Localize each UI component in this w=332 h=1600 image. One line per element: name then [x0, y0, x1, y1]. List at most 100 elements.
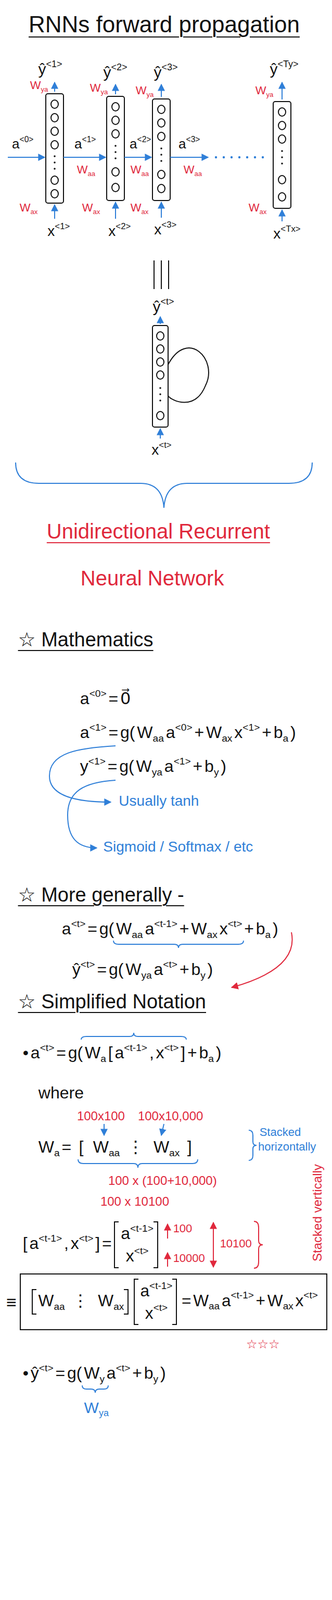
- superscript: <t>: [116, 1361, 131, 1373]
- math-symbol: x: [145, 1302, 154, 1322]
- math-symbol: W: [206, 722, 222, 742]
- superscript: <0>: [175, 721, 193, 733]
- math-symbol: W: [135, 83, 147, 97]
- math-symbol: W: [84, 1397, 99, 1415]
- math-symbol: 10100: [220, 1235, 252, 1249]
- annotation: Stacked vertically: [309, 1163, 326, 1262]
- math-symbol: x: [234, 722, 243, 742]
- superscript: <t-1>: [38, 1231, 62, 1243]
- annotation: Stacked horizontally: [258, 1124, 329, 1153]
- input-label: x<Tx>: [271, 223, 301, 243]
- star-mark: ☆☆☆: [244, 1335, 280, 1351]
- math-symbol: ŷ: [152, 297, 161, 315]
- math-symbol: Sigmoid / Softmax / etc: [103, 837, 253, 854]
- activation-label: a<1>: [72, 134, 96, 152]
- math-symbol: Stacked horizontally: [258, 1124, 316, 1153]
- math-symbol: g(: [99, 918, 114, 938]
- math-symbol: x: [125, 1245, 135, 1264]
- math-symbol: W: [193, 1290, 209, 1309]
- input-label: x<t>: [149, 439, 172, 459]
- math-symbol: a: [221, 1290, 232, 1309]
- math-symbol: a: [129, 135, 137, 152]
- subscript: ya: [151, 765, 163, 777]
- input-label: x<3>: [152, 219, 177, 239]
- superscript: <t>: [227, 917, 243, 929]
- superscript: <0>: [89, 687, 107, 699]
- math-symbol: ): [220, 756, 227, 775]
- math-symbol: g(: [119, 756, 134, 775]
- superscript: <1>: [46, 58, 63, 70]
- red-arrows: [167, 931, 293, 1268]
- math-symbol: Neural Network: [80, 566, 225, 590]
- math-symbol: [: [108, 1042, 113, 1062]
- output-label: ŷ<1>: [36, 58, 63, 79]
- subscript: ya: [40, 85, 48, 94]
- superscript: <3>: [161, 219, 177, 230]
- superscript: <t>: [134, 1244, 149, 1256]
- math-symbol: a: [164, 756, 174, 775]
- network-name: Neural Network: [78, 564, 224, 591]
- math-symbol: W: [97, 1290, 114, 1309]
- math-symbol: a: [30, 1042, 41, 1062]
- math-symbol: ☆ Simplified Notation: [18, 989, 207, 1012]
- math-symbol: ≡: [6, 1291, 17, 1311]
- weight-label: Wax: [247, 200, 267, 216]
- superscript: <t-1>: [231, 1288, 254, 1300]
- math-symbol: a: [120, 1222, 131, 1242]
- math-symbol: g(: [68, 1042, 83, 1062]
- subscript: ya: [100, 87, 108, 96]
- math-symbol: +: [194, 722, 204, 742]
- math-symbol: ]: [95, 1232, 100, 1252]
- superscript: <t>: [80, 958, 96, 969]
- math-symbol: ): [215, 1042, 222, 1062]
- equation: •ŷ<t>=g(Wya<t>+by): [20, 1360, 166, 1385]
- output-label: ŷ<t>: [150, 295, 175, 316]
- subscript: ax: [169, 1146, 180, 1158]
- subscript: ax: [92, 207, 100, 216]
- matrix-row: x<t>: [118, 1243, 153, 1267]
- math-symbol: 100 x (100+10,000): [108, 1172, 217, 1187]
- math-symbol: ☆☆☆: [246, 1335, 280, 1350]
- math-symbol: W: [136, 722, 153, 742]
- matrix-bracket: a<t-1>x<t>: [133, 1277, 178, 1324]
- matrix-row: a<t-1>: [138, 1278, 173, 1301]
- math-symbol: ŷ: [270, 60, 278, 78]
- superscript: <0>: [19, 134, 34, 144]
- subscript: aa: [131, 928, 143, 940]
- math-symbol: =: [61, 1136, 72, 1156]
- math-symbol: W: [82, 200, 94, 214]
- weight-label: Waa: [75, 162, 96, 178]
- superscript: <2>: [115, 221, 131, 232]
- input-label: x<2>: [106, 221, 131, 240]
- math-symbol: 100: [173, 1220, 193, 1234]
- weight-label: Wya: [253, 83, 274, 99]
- math-symbol: ): [207, 959, 214, 978]
- note-text: where: [36, 1081, 84, 1103]
- math-symbol: W: [83, 1362, 100, 1382]
- cell-dots: [53, 144, 284, 402]
- math-symbol: 100x100: [77, 1107, 125, 1122]
- math-symbol: ☆ Mathematics: [18, 628, 154, 650]
- superscript: <t-1>: [149, 1279, 173, 1291]
- dimension-label: 100 x (100+10,000): [106, 1171, 217, 1188]
- math-symbol: ≡: [4, 1290, 17, 1313]
- equation: y<1>=g(Wyaa<1>+by): [78, 754, 227, 778]
- math-symbol: a: [178, 135, 186, 152]
- subscript: ax: [141, 207, 149, 216]
- superscript: <2>: [111, 61, 128, 73]
- dimension-label: 10100: [218, 1235, 252, 1250]
- math-symbol: +: [193, 756, 203, 775]
- section-heading: ☆ More generally -: [15, 882, 185, 908]
- equation: a<0>=0⃗: [78, 686, 131, 709]
- subscript: y: [99, 1372, 105, 1384]
- math-symbol: •: [22, 1042, 29, 1062]
- math-symbol: b: [144, 1362, 154, 1382]
- math-symbol: Usually tanh: [118, 792, 199, 809]
- math-symbol: 0⃗: [120, 688, 131, 708]
- subscript: a: [208, 1052, 214, 1064]
- math-symbol: [: [79, 1136, 84, 1156]
- math-symbol: a: [80, 688, 90, 708]
- math-symbol: a: [166, 722, 176, 742]
- annotation: Wya: [82, 1396, 109, 1419]
- output-label: ŷ<3>: [151, 61, 178, 82]
